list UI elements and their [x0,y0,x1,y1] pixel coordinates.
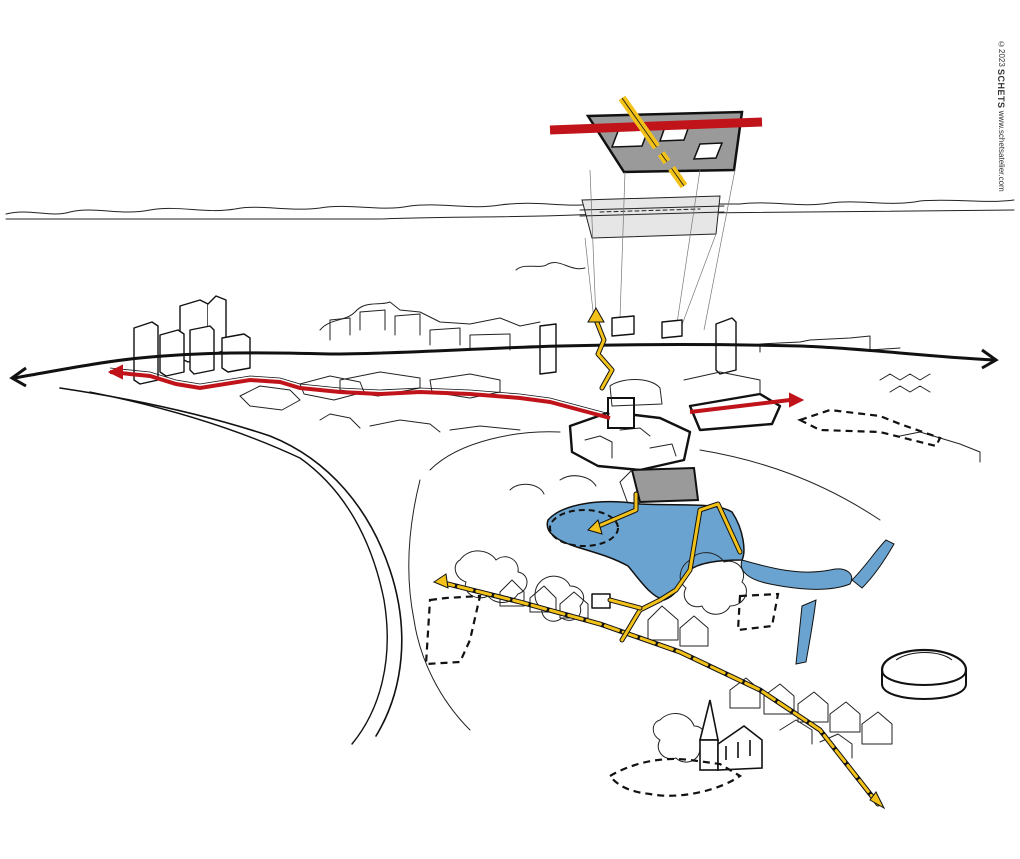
red-route-outline [109,367,611,415]
harbour-houses [499,579,709,647]
yellow-arrow-west [432,573,449,589]
church [698,699,763,771]
harbour-basin [546,500,745,601]
harbour-channel [740,559,853,590]
pier-strip-2 [851,539,895,589]
horizon-line [5,209,1015,220]
basin-dashed-oval [549,509,619,547]
credit-line2: www.schetsatelier.com [997,110,1006,192]
roof-red-band [549,117,763,135]
pier-strip-1 [795,599,817,665]
arrow-right-icon [981,348,999,370]
inner-curve [429,431,881,521]
credit-brand: SCHETS [996,69,1006,109]
red-route [109,370,791,420]
dashed-outlines [424,408,942,797]
credit-line1: ©2023 [997,40,1006,67]
yellow-arrow-south [869,791,886,810]
central-building [568,379,692,472]
red-arrow-right [789,392,805,408]
projection-lines [584,169,736,331]
yellow-routes [437,317,881,807]
yellow-arrow-north [587,306,605,323]
tree-clusters [454,475,747,763]
coastline-inner [89,391,388,745]
yellow-arrow-basin [587,519,603,535]
boulevard-route [13,343,995,380]
beach-edge [408,479,471,731]
coastline-outer [59,387,403,737]
arrow-left-icon [9,366,27,388]
exploded-roof-plate [549,95,763,189]
left-towers [133,295,737,385]
credit-watermark: ©2023 SCHETS www.schetsatelier.com [976,40,1006,192]
right-block [683,371,782,432]
horizon-hills [5,199,1015,215]
round-arena [880,648,968,700]
red-arrow-left [107,364,123,380]
exploded-deck-plate [579,195,725,239]
station-building [619,466,700,505]
background-buildings [319,262,931,393]
